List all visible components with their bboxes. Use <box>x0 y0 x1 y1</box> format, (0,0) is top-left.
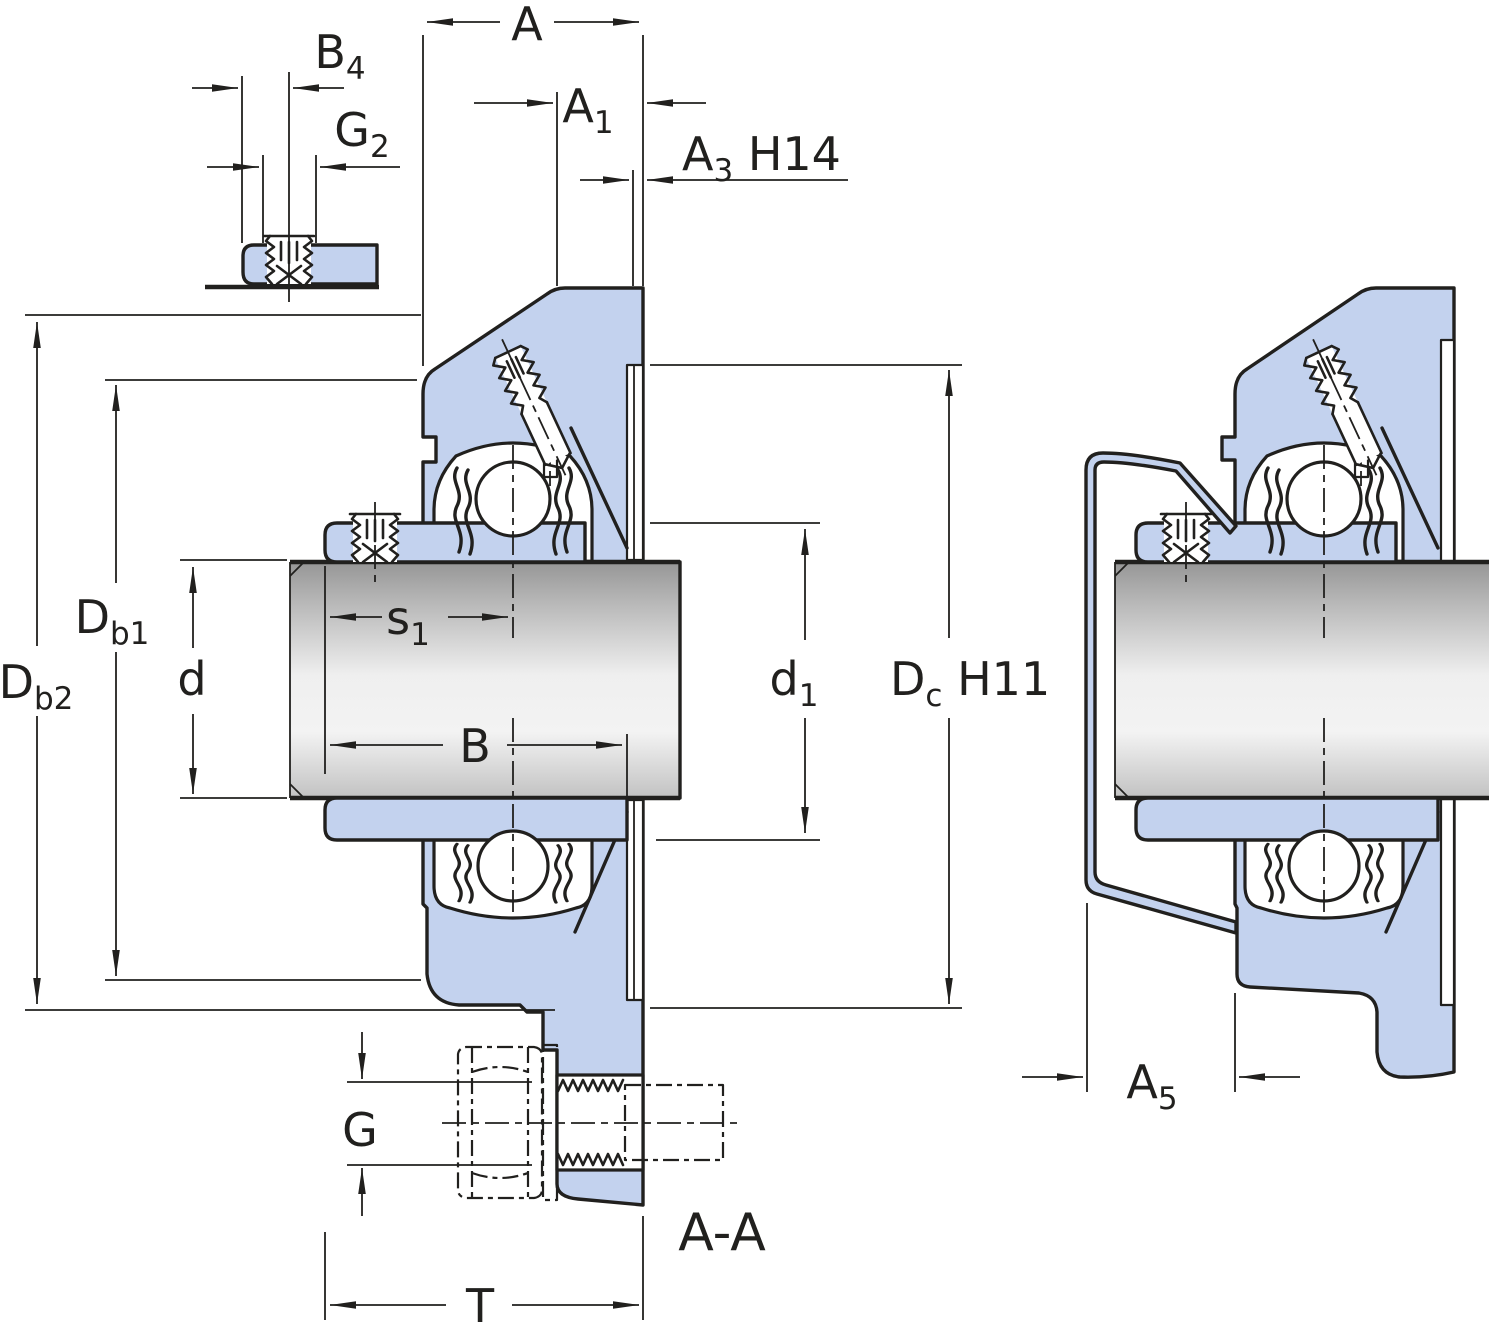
setscrew-detail-view <box>205 72 379 302</box>
side-view-balls-and-seals <box>1185 329 1395 912</box>
label-B: B <box>459 719 491 773</box>
label-G: G <box>342 1103 378 1157</box>
label-Db2: Db2 <box>0 655 73 717</box>
inner-rings <box>323 512 629 842</box>
label-T: T <box>465 1279 495 1328</box>
label-A: A <box>511 0 543 51</box>
label-Db1: Db1 <box>75 590 150 652</box>
label-d1: d1 <box>770 652 819 714</box>
label-G2: G2 <box>334 103 389 165</box>
side-view-inner-rings <box>1134 512 1440 842</box>
label-d: d <box>177 652 206 706</box>
label-section-AA: A-A <box>678 1203 766 1263</box>
label-s1: s1 <box>386 591 430 653</box>
mounting-bolt-phantom <box>442 1043 740 1202</box>
side-view-shaft <box>1114 559 1489 801</box>
dimension-lines <box>33 18 1300 1309</box>
label-A1: A1 <box>562 79 613 141</box>
label-A5: A5 <box>1126 1055 1177 1117</box>
label-A3: A3 H14 <box>682 127 841 189</box>
extension-lines <box>25 35 1236 1320</box>
label-Dc: Dc H11 <box>890 652 1050 714</box>
label-B4: B4 <box>314 25 365 87</box>
centerlines-left <box>374 445 514 912</box>
dimension-labels: A A1 A3 H14 B4 G2 Db2 Db1 d s1 B d1 Dc H… <box>0 0 1178 1328</box>
end-cover <box>1084 451 1238 935</box>
